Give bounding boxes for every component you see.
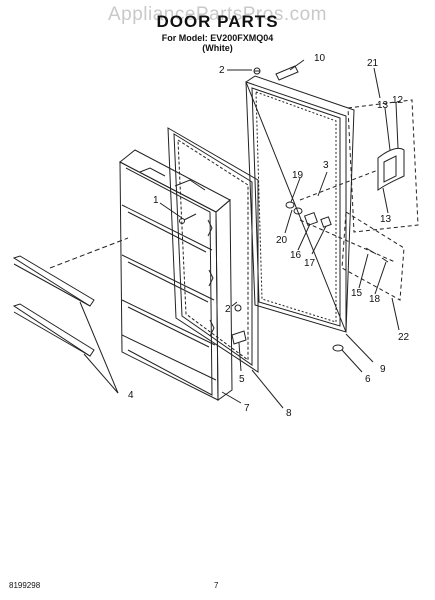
color-line: (White) [202,43,233,53]
handle-group-outline [347,99,419,233]
door-liner [119,149,233,401]
model-line: For Model: EV200FXMQ04 [161,33,274,43]
callout-1: 1 [153,195,159,206]
callout-6: 6 [365,374,371,385]
callout-2-bottom: 2 [225,304,231,315]
callout-19: 19 [292,170,304,181]
trim-strips [12,255,95,357]
hinge-washer [332,344,344,352]
document-number: 8199298 [9,581,41,590]
page-title: DOOR PARTS [156,12,279,31]
outer-door-panel [245,75,355,333]
callout-22: 22 [398,332,410,343]
handle [377,147,405,191]
callout-21: 21 [367,58,379,69]
hinge-group-outline [341,211,405,301]
model-label-plate [275,65,299,81]
callout-13-top: 13 [377,100,389,111]
callout-5: 5 [239,374,245,385]
hinge-parts [285,201,389,263]
door-gasket [167,127,259,373]
leader-lines [79,59,400,409]
callout-15: 15 [351,288,363,299]
callout-3: 3 [323,160,329,171]
bottom-screw [234,304,242,312]
callout-4: 4 [128,390,134,401]
watermark-text: AppliancePartsPros.com [107,4,328,25]
top-screw [253,67,261,75]
callout-12: 12 [392,95,404,106]
callout-16: 16 [290,250,302,261]
liner-screw [179,213,197,224]
callout-7: 7 [244,403,250,414]
page-number: 7 [214,581,219,590]
callout-13-bottom: 13 [380,214,392,225]
callout-20: 20 [276,235,288,246]
callout-18: 18 [369,294,381,305]
callout-8: 8 [286,408,292,419]
callout-10: 10 [314,53,326,64]
door-stop [231,330,247,345]
callout-9: 9 [380,364,386,375]
callout-numbers: 1 2 2 3 4 5 6 7 8 9 10 12 13 13 15 16 17… [128,53,410,419]
callout-17: 17 [304,258,316,269]
callout-2-top: 2 [219,65,225,76]
